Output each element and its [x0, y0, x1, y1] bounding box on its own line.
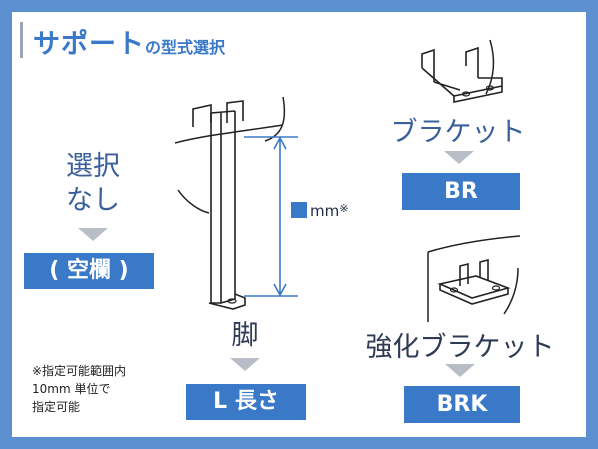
dimension-note-mark: ※	[339, 202, 349, 215]
dimension-value-square	[291, 202, 307, 218]
page-title-sub: の型式選択	[145, 38, 226, 57]
option-strong-bracket-arrow	[445, 364, 475, 377]
bracket-illustration	[421, 39, 503, 103]
option-none-code: ( 空欄 )	[24, 253, 154, 289]
dimension-unit: mm	[310, 202, 340, 220]
dimension-unit-label: mm※	[291, 202, 348, 220]
page-title: サポートの型式選択	[33, 22, 225, 61]
option-none-arrow	[78, 228, 108, 241]
option-bracket-arrow	[444, 151, 474, 164]
range-note-line3: 指定可能	[32, 400, 81, 414]
option-none-label: 選択 なし	[50, 150, 136, 218]
range-note: ※指定可能範囲内 10mm 単位で 指定可能	[32, 362, 126, 416]
option-leg-label: 脚	[231, 320, 259, 351]
option-leg-arrow	[230, 358, 260, 371]
leg-support-illustration	[175, 96, 298, 310]
option-none-line2: なし	[66, 185, 120, 216]
option-none-line1: 選択	[66, 151, 120, 182]
heading-accent-bar	[20, 22, 23, 58]
range-note-line2: 10mm 単位で	[32, 382, 111, 396]
strong-bracket-illustration	[427, 235, 521, 322]
option-strong-bracket-code: BRK	[404, 386, 520, 423]
page-title-main: サポート	[33, 29, 145, 60]
option-strong-bracket-label: 強化ブラケット	[365, 332, 555, 363]
option-leg-code: L 長さ	[186, 384, 306, 420]
option-bracket-code: BR	[402, 173, 520, 210]
range-note-line1: ※指定可能範囲内	[32, 364, 127, 378]
option-bracket-label: ブラケット	[390, 117, 526, 148]
